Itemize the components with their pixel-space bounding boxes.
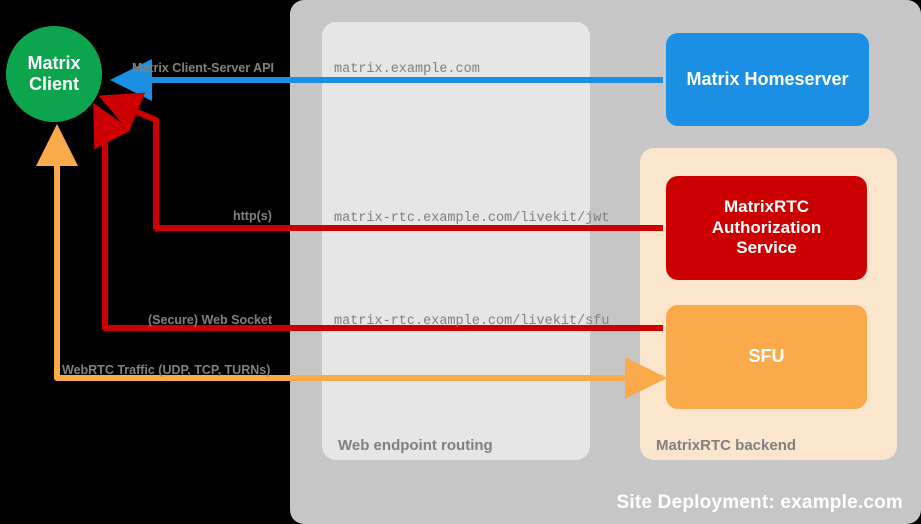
matrixrtc-backend-label: MatrixRTC backend xyxy=(656,437,797,454)
endpoint-livekit-sfu: matrix-rtc.example.com/livekit/sfu xyxy=(334,314,610,329)
auth-service-label-line3: Service xyxy=(736,238,797,258)
site-deployment-label: Site Deployment: example.com xyxy=(616,492,903,513)
sfu-label: SFU xyxy=(748,346,785,367)
endpoint-livekit-jwt: matrix-rtc.example.com/livekit/jwt xyxy=(334,211,610,226)
auth-service-label-line2: Authorization xyxy=(711,217,822,237)
label-matrix-client-server-api: Matrix Client-Server API xyxy=(132,61,274,75)
web-endpoint-routing-panel xyxy=(322,22,590,460)
auth-service-label-line1: MatrixRTC xyxy=(723,197,809,217)
node-matrix-client[interactable]: Matrix Client xyxy=(6,26,102,122)
node-sfu[interactable]: SFU xyxy=(666,305,867,409)
matrix-client-label-line1: Matrix xyxy=(27,52,81,73)
label-webrtc-traffic: WebRTC Traffic (UDP, TCP, TURNs) xyxy=(62,363,271,377)
matrix-client-label-line2: Client xyxy=(28,74,79,94)
matrix-homeserver-label: Matrix Homeserver xyxy=(686,68,849,89)
label-https: http(s) xyxy=(233,209,272,223)
endpoint-matrix-example-com: matrix.example.com xyxy=(334,62,480,77)
label-secure-web-socket: (Secure) Web Socket xyxy=(148,313,273,327)
node-matrixrtc-authorization-service[interactable]: MatrixRTC Authorization Service xyxy=(666,176,867,280)
web-endpoint-routing-label: Web endpoint routing xyxy=(338,437,493,454)
node-matrix-homeserver[interactable]: Matrix Homeserver xyxy=(666,33,869,126)
